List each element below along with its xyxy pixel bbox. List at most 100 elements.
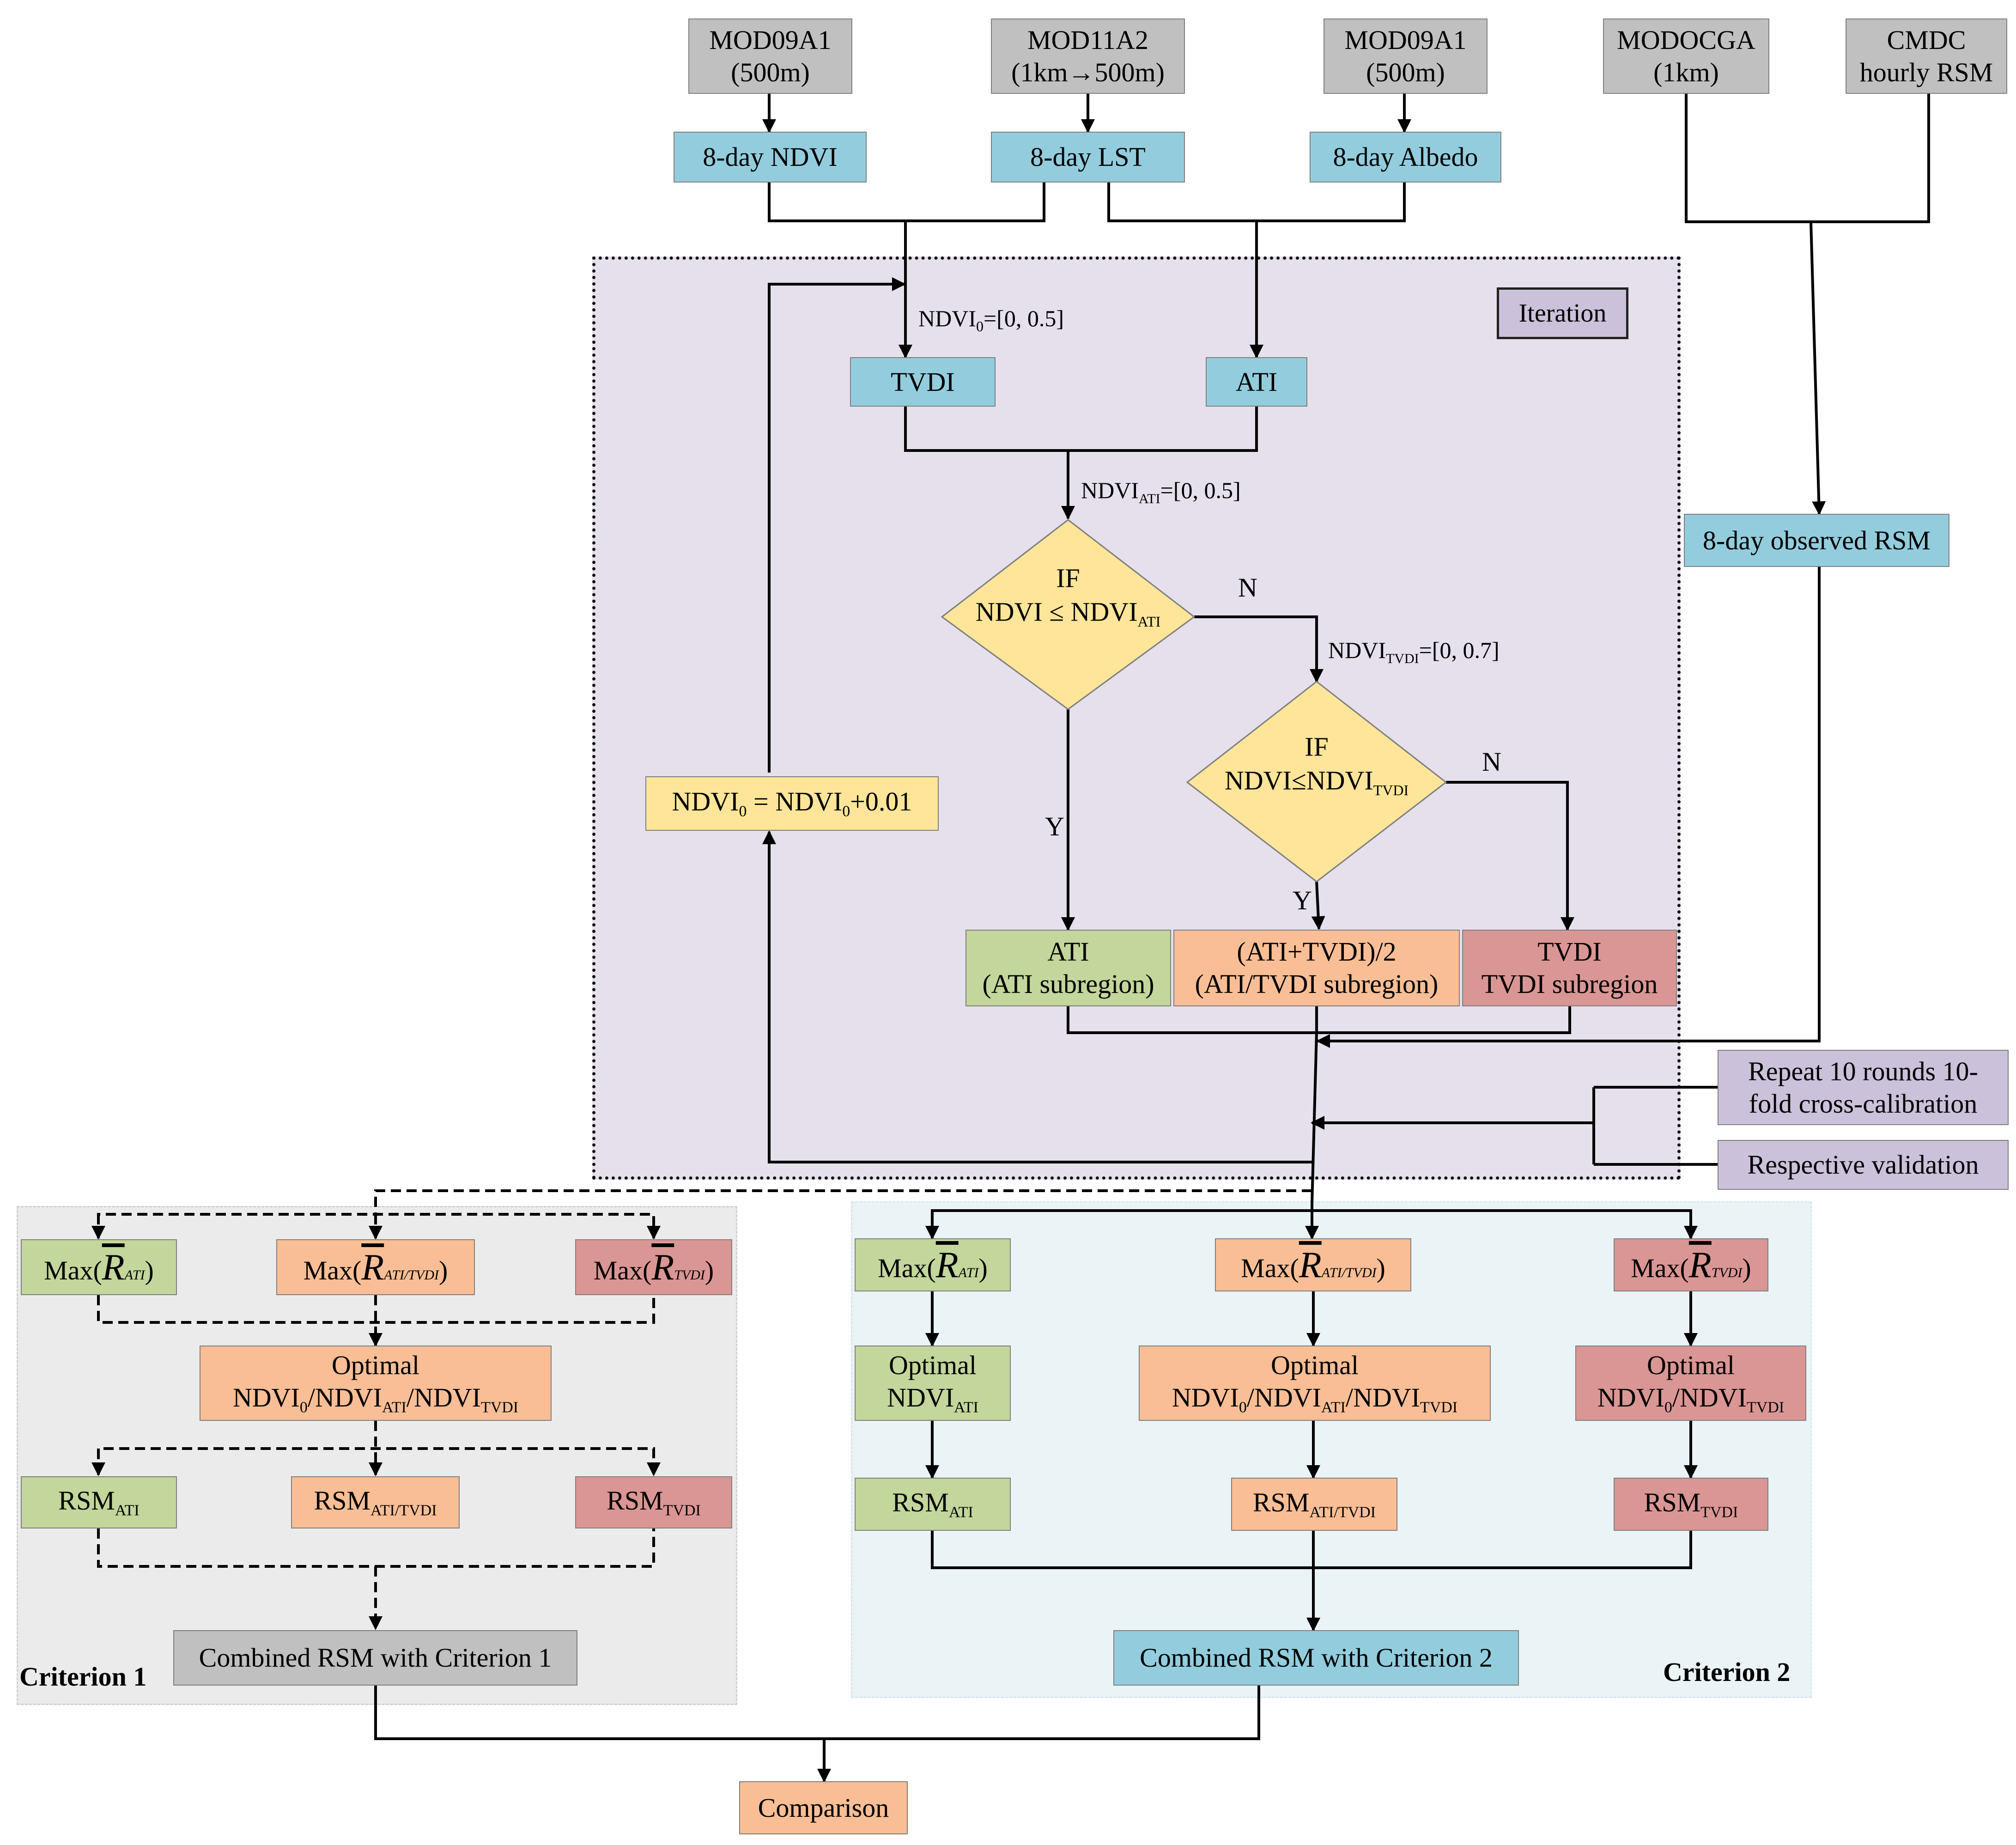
c2-optimal-tvdi-line1: Optimal <box>1646 1350 1735 1380</box>
validation-label: Respective validation <box>1747 1150 1979 1180</box>
c1-rsm-ati: RSMATI <box>21 1476 177 1528</box>
product-lst-label: 8-day LST <box>1030 142 1146 172</box>
source-modocga-line1: MODOCGA <box>1617 24 1755 55</box>
mix-out-line1: (ATI+TVDI)/2 <box>1237 937 1397 967</box>
c2-max-mix-prefix: Max( <box>1241 1253 1299 1283</box>
c2-rsm-tvdi-label: RSM <box>1644 1487 1701 1517</box>
ndvitvdi-range-sub: TVDI <box>1385 651 1419 666</box>
product-albedo: 8-day Albedo <box>1310 132 1501 183</box>
c1-opt-b: /NDVI <box>307 1382 382 1413</box>
c1-max-ati-prefix: Max( <box>44 1255 102 1285</box>
product-observed-rsm-label: 8-day observed RSM <box>1703 525 1931 555</box>
product-ndvi-label: 8-day NDVI <box>703 142 838 172</box>
c2-optimal-ati: Optimal NDVIATI <box>855 1346 1011 1421</box>
decision2-sub: TVDI <box>1373 781 1409 798</box>
product-ndvi: 8-day NDVI <box>674 132 867 183</box>
c1-rsm-mix-sub: ATI/TVDI <box>370 1502 437 1519</box>
c1-rsm-mix: RSMATI/TVDI <box>291 1476 460 1528</box>
c1-optimal: Optimal NDVI0/NDVIATI/NDVITVDI <box>200 1346 552 1421</box>
c2-max-tvdi-close: ) <box>1742 1253 1751 1283</box>
ndvitvdi-range-label: NDVITVDI=[0, 0.7] <box>1328 637 1500 667</box>
c2-max-ati: Max(RATI) <box>855 1238 1011 1291</box>
c1-max-tvdi-sub: TVDI <box>674 1267 705 1283</box>
c1-max-mix-sub: ATI/TVDI <box>384 1267 439 1283</box>
c1-opt-a-sub: 0 <box>299 1399 308 1416</box>
comparison-label: Comparison <box>758 1792 889 1823</box>
c2-max-tvdi-sub: TVDI <box>1711 1265 1743 1280</box>
c2-opt-mix-c: /NDVI <box>1345 1382 1420 1413</box>
c2-opt-mix-a-sub: 0 <box>1239 1399 1247 1416</box>
c1-max-tvdi-prefix: Max( <box>593 1255 652 1285</box>
iteration-label-text: Iteration <box>1518 299 1607 328</box>
ndvitvdi-range-rest: =[0, 0.7] <box>1419 637 1500 663</box>
c1-rsm-tvdi: RSMTVDI <box>575 1476 732 1528</box>
c2-max-tvdi-prefix: Max( <box>1631 1253 1689 1283</box>
c2-max-mix-close: ) <box>1376 1253 1385 1283</box>
comparison-box: Comparison <box>739 1781 908 1834</box>
iteration-label: Iteration <box>1497 287 1628 339</box>
tvdi-box: TVDI <box>850 357 996 407</box>
source-mod09a1-ndvi-line1: MOD09A1 <box>709 24 832 55</box>
c1-max-tvdi-r: R <box>651 1247 674 1288</box>
ndviati-range-base: NDVI <box>1081 477 1139 503</box>
ndvi0-range-rest: =[0, 0.5] <box>983 305 1064 331</box>
ati-box-label: ATI <box>1235 366 1278 397</box>
c2-opt-mix-c-sub: TVDI <box>1420 1399 1458 1416</box>
c2-opt-ati-a-sub: ATI <box>954 1399 978 1416</box>
c2-max-mix-sub: ATI/TVDI <box>1321 1265 1377 1280</box>
ndvitvdi-range-base: NDVI <box>1328 637 1386 663</box>
source-cmdc: CMDC hourly RSM <box>1846 18 2007 94</box>
c1-rsm-ati-label: RSM <box>58 1485 115 1516</box>
mix-out-line2: (ATI/TVDI subregion) <box>1195 969 1439 999</box>
source-modocga: MODOCGA (1km) <box>1603 18 1769 94</box>
criterion1-label: Criterion 1 <box>19 1662 147 1692</box>
c2-opt-ati-a: NDVI <box>887 1382 954 1413</box>
product-observed-rsm: 8-day observed RSM <box>1684 514 1949 567</box>
c2-max-tvdi: Max(RTVDI) <box>1614 1238 1768 1291</box>
source-mod09a1-albedo: MOD09A1 (500m) <box>1324 18 1488 94</box>
c2-opt-tvdi-b: /NDVI <box>1672 1382 1747 1413</box>
c2-rsm-ati: RSMATI <box>855 1478 1011 1531</box>
mixed-subregion-box: (ATI+TVDI)/2 (ATI/TVDI subregion) <box>1173 930 1460 1006</box>
c2-opt-tvdi-a: NDVI <box>1597 1382 1664 1413</box>
c1-max-mix-prefix: Max( <box>303 1255 362 1285</box>
c2-max-ati-close: ) <box>978 1253 988 1283</box>
source-mod11a2: MOD11A2 (1km→500m) <box>991 18 1185 94</box>
source-mod09a1-albedo-line1: MOD09A1 <box>1344 24 1467 55</box>
c1-max-ati: Max(RATI) <box>21 1239 177 1295</box>
inc-a: NDVI <box>672 786 739 817</box>
criterion2-label: Criterion 2 <box>1663 1657 1791 1687</box>
repeat-line2: fold cross-calibration <box>1749 1088 1978 1119</box>
c1-rsm-tvdi-sub: TVDI <box>663 1502 701 1519</box>
decision2-yes-label: Y <box>1293 885 1312 915</box>
inc-b: = NDVI <box>747 786 843 817</box>
decision2-diamond <box>1186 681 1447 883</box>
c1-max-tvdi: Max(RTVDI) <box>575 1239 732 1295</box>
ndvi0-range-label: NDVI0=[0, 0.5] <box>918 305 1064 335</box>
source-cmdc-line2: hourly RSM <box>1859 57 1993 87</box>
ati-out-line1: ATI <box>1047 937 1089 967</box>
decision1-no-label: N <box>1238 572 1257 603</box>
c1-opt-b-sub: ATI <box>382 1399 407 1416</box>
c2-optimal-mix: Optimal NDVI0/NDVIATI/NDVITVDI <box>1139 1346 1491 1421</box>
decision2-text: IF NDVI≤NDVITVDI <box>1225 730 1409 799</box>
ati-box: ATI <box>1206 357 1307 407</box>
source-modocga-line2: (1km) <box>1653 57 1719 87</box>
product-lst: 8-day LST <box>991 132 1185 183</box>
decision1-line2: NDVI ≤ NDVI <box>975 596 1138 627</box>
decision1-sub: ATI <box>1137 613 1161 630</box>
source-mod11a2-line2: (1km→500m) <box>1011 57 1165 87</box>
c2-max-ati-sub: ATI <box>958 1265 979 1280</box>
c2-rsm-mix-sub: ATI/TVDI <box>1309 1504 1376 1521</box>
c2-max-tvdi-r: R <box>1688 1244 1712 1285</box>
combined-rsm-criterion2: Combined RSM with Criterion 2 <box>1113 1630 1519 1686</box>
decision2-no-label: N <box>1482 747 1501 777</box>
c2-max-mix-r: R <box>1299 1244 1322 1285</box>
decision1-yes-label: Y <box>1045 811 1064 841</box>
combined2-label: Combined RSM with Criterion 2 <box>1140 1643 1493 1673</box>
c1-max-ati-close: ) <box>145 1255 154 1285</box>
c2-optimal-ati-line1: Optimal <box>888 1350 977 1380</box>
c1-max-ati-r: R <box>102 1247 125 1288</box>
c1-max-mix-r: R <box>361 1247 384 1288</box>
